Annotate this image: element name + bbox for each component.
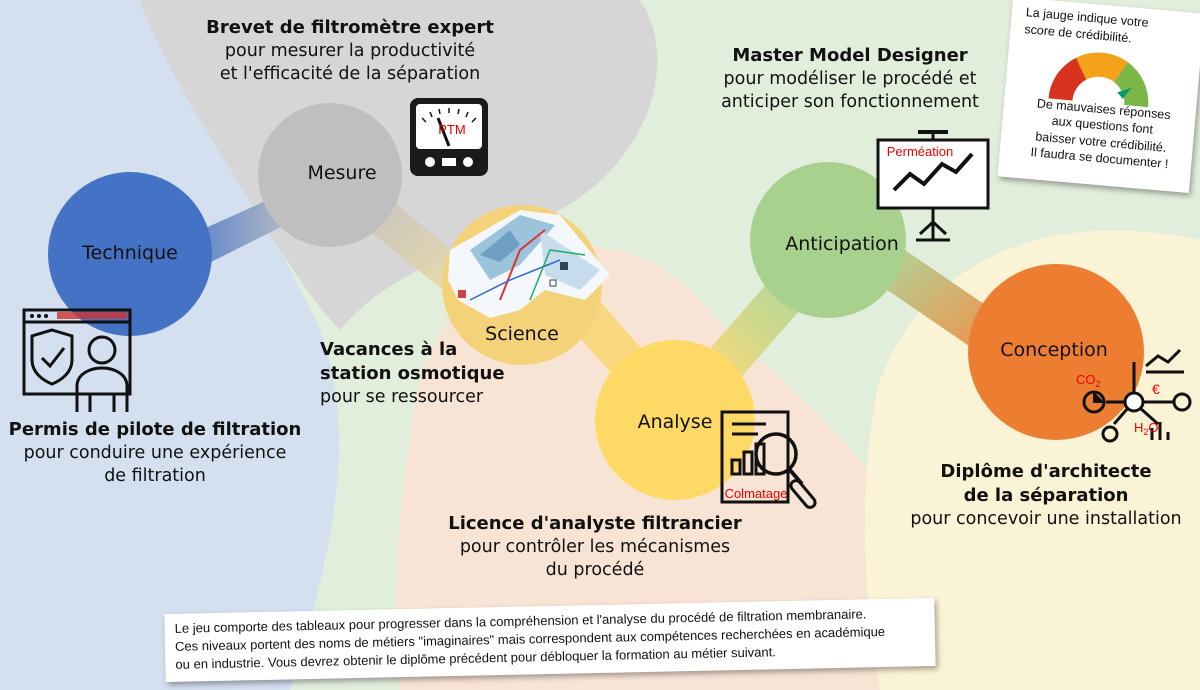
presentation-board-icon: Perméation bbox=[876, 130, 990, 242]
caption-designer: Master Model Designer pour modéliser le … bbox=[690, 44, 1010, 114]
caption-filtrometre: Brevet de filtromètre expert pour mesure… bbox=[190, 16, 510, 86]
caption-analyste-line1: pour contrôler les mécanismes bbox=[459, 536, 731, 557]
node-science-label: Science bbox=[485, 323, 559, 345]
connector-anticipation-conception bbox=[880, 250, 1000, 350]
permeation-label: Perméation bbox=[887, 144, 953, 159]
caption-filtrometre-title: Brevet de filtromètre expert bbox=[206, 17, 494, 38]
colmatage-label: Colmatage bbox=[725, 486, 788, 501]
magnifier-chart-icon: Colmatage bbox=[720, 410, 817, 509]
caption-designer-title: Master Model Designer bbox=[732, 45, 968, 66]
caption-analyste-title: Licence d'analyste filtrancier bbox=[448, 513, 742, 534]
credibility-note-body: De mauvaises réponses aux questions font… bbox=[1009, 93, 1194, 173]
caption-vacances: Vacances à la station osmotique pour se … bbox=[320, 338, 540, 409]
caption-architecte-title2: de la séparation bbox=[963, 484, 1129, 506]
node-anticipation-label: Anticipation bbox=[785, 233, 899, 255]
caption-architecte: Diplôme d'architecte de la séparation po… bbox=[892, 460, 1200, 531]
network-hub-icon: CO2 € H2O bbox=[1076, 348, 1192, 443]
caption-pilote: Permis de pilote de filtration pour cond… bbox=[5, 418, 305, 488]
node-analyse-label: Analyse bbox=[637, 411, 713, 433]
co2-label: CO2 bbox=[1076, 372, 1101, 389]
caption-architecte-line1: pour concevoir une installation bbox=[910, 508, 1182, 529]
node-anticipation-circle bbox=[750, 162, 906, 318]
caption-vacances-line1: pour se ressourcer bbox=[320, 386, 484, 407]
caption-designer-line2: anticiper son fonctionnement bbox=[721, 91, 979, 112]
ptm-label: PTM bbox=[438, 122, 465, 137]
caption-designer-line1: pour modéliser le procédé et bbox=[723, 68, 977, 89]
pilot-shield-icon bbox=[22, 308, 132, 412]
node-technique-label: Technique bbox=[82, 242, 178, 264]
region-blue bbox=[0, 0, 339, 690]
node-technique-circle bbox=[48, 172, 212, 336]
node-mesure-label: Mesure bbox=[307, 162, 377, 184]
caption-pilote-title: Permis de pilote de filtration bbox=[8, 419, 302, 440]
caption-filtrometre-line2: et l'efficacité de la séparation bbox=[219, 63, 481, 84]
node-mesure-circle bbox=[258, 103, 402, 247]
caption-pilote-line2: de filtration bbox=[104, 465, 206, 486]
ski-map-image bbox=[448, 210, 610, 318]
h2o-label: H2O bbox=[1134, 420, 1159, 437]
caption-pilote-line1: pour conduire une expérience bbox=[23, 442, 287, 463]
caption-analyste: Licence d'analyste filtrancier pour cont… bbox=[430, 512, 760, 582]
pressure-gauge-icon: PTM bbox=[410, 98, 488, 176]
caption-analyste-line2: du procédé bbox=[545, 559, 645, 580]
euro-label: € bbox=[1152, 381, 1160, 397]
node-analyse-circle bbox=[595, 340, 755, 500]
caption-vacances-title1: Vacances à la bbox=[320, 339, 458, 360]
credibility-gauge-icon bbox=[1048, 52, 1149, 108]
caption-filtrometre-line1: pour mesurer la productivité bbox=[224, 40, 476, 61]
caption-architecte-title1: Diplôme d'architecte bbox=[940, 461, 1152, 482]
caption-vacances-title2: station osmotique bbox=[320, 362, 505, 384]
node-conception-label: Conception bbox=[1000, 339, 1108, 361]
node-conception-circle bbox=[968, 264, 1144, 440]
credibility-note: La jauge indique votre score de crédibil… bbox=[997, 0, 1200, 194]
